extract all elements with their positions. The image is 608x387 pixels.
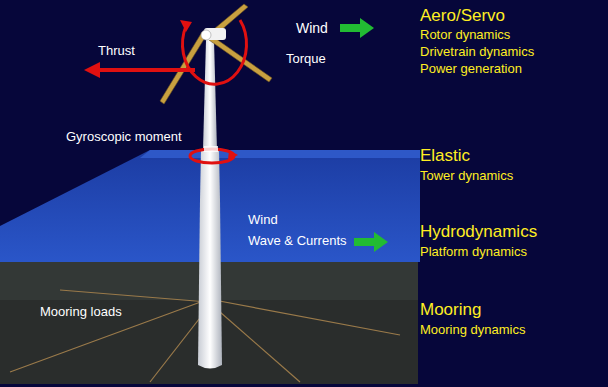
force-label: Torque xyxy=(286,52,326,67)
category-heading: Elastic xyxy=(420,146,470,166)
category-item: Platform dynamics xyxy=(420,245,527,260)
force-label: Thrust xyxy=(98,44,135,59)
torque-arrow xyxy=(183,20,247,84)
category-heading: Aero/Servo xyxy=(420,6,505,26)
spar-platform xyxy=(198,150,222,369)
rotor-blades xyxy=(160,4,272,104)
wind-arrow xyxy=(340,24,360,32)
category-heading: Mooring xyxy=(420,300,481,320)
category-item: Power generation xyxy=(420,62,522,77)
water-edge xyxy=(140,150,420,158)
hub xyxy=(201,30,211,40)
category-item: Tower dynamics xyxy=(420,169,513,184)
input-label: Wind xyxy=(248,213,278,228)
category-item: Drivetrain dynamics xyxy=(420,45,534,60)
thrust-arrow xyxy=(96,68,195,72)
input-label: Wave & Currents xyxy=(248,234,347,249)
tower xyxy=(203,40,217,150)
category-item: Rotor dynamics xyxy=(420,28,510,43)
input-label: Wind xyxy=(296,20,328,36)
force-label: Gyroscopic moment xyxy=(66,130,182,145)
category-heading: Hydrodynamics xyxy=(420,222,537,242)
force-label: Mooring loads xyxy=(40,305,122,320)
wave-arrow xyxy=(354,238,374,246)
category-item: Mooring dynamics xyxy=(420,323,526,338)
